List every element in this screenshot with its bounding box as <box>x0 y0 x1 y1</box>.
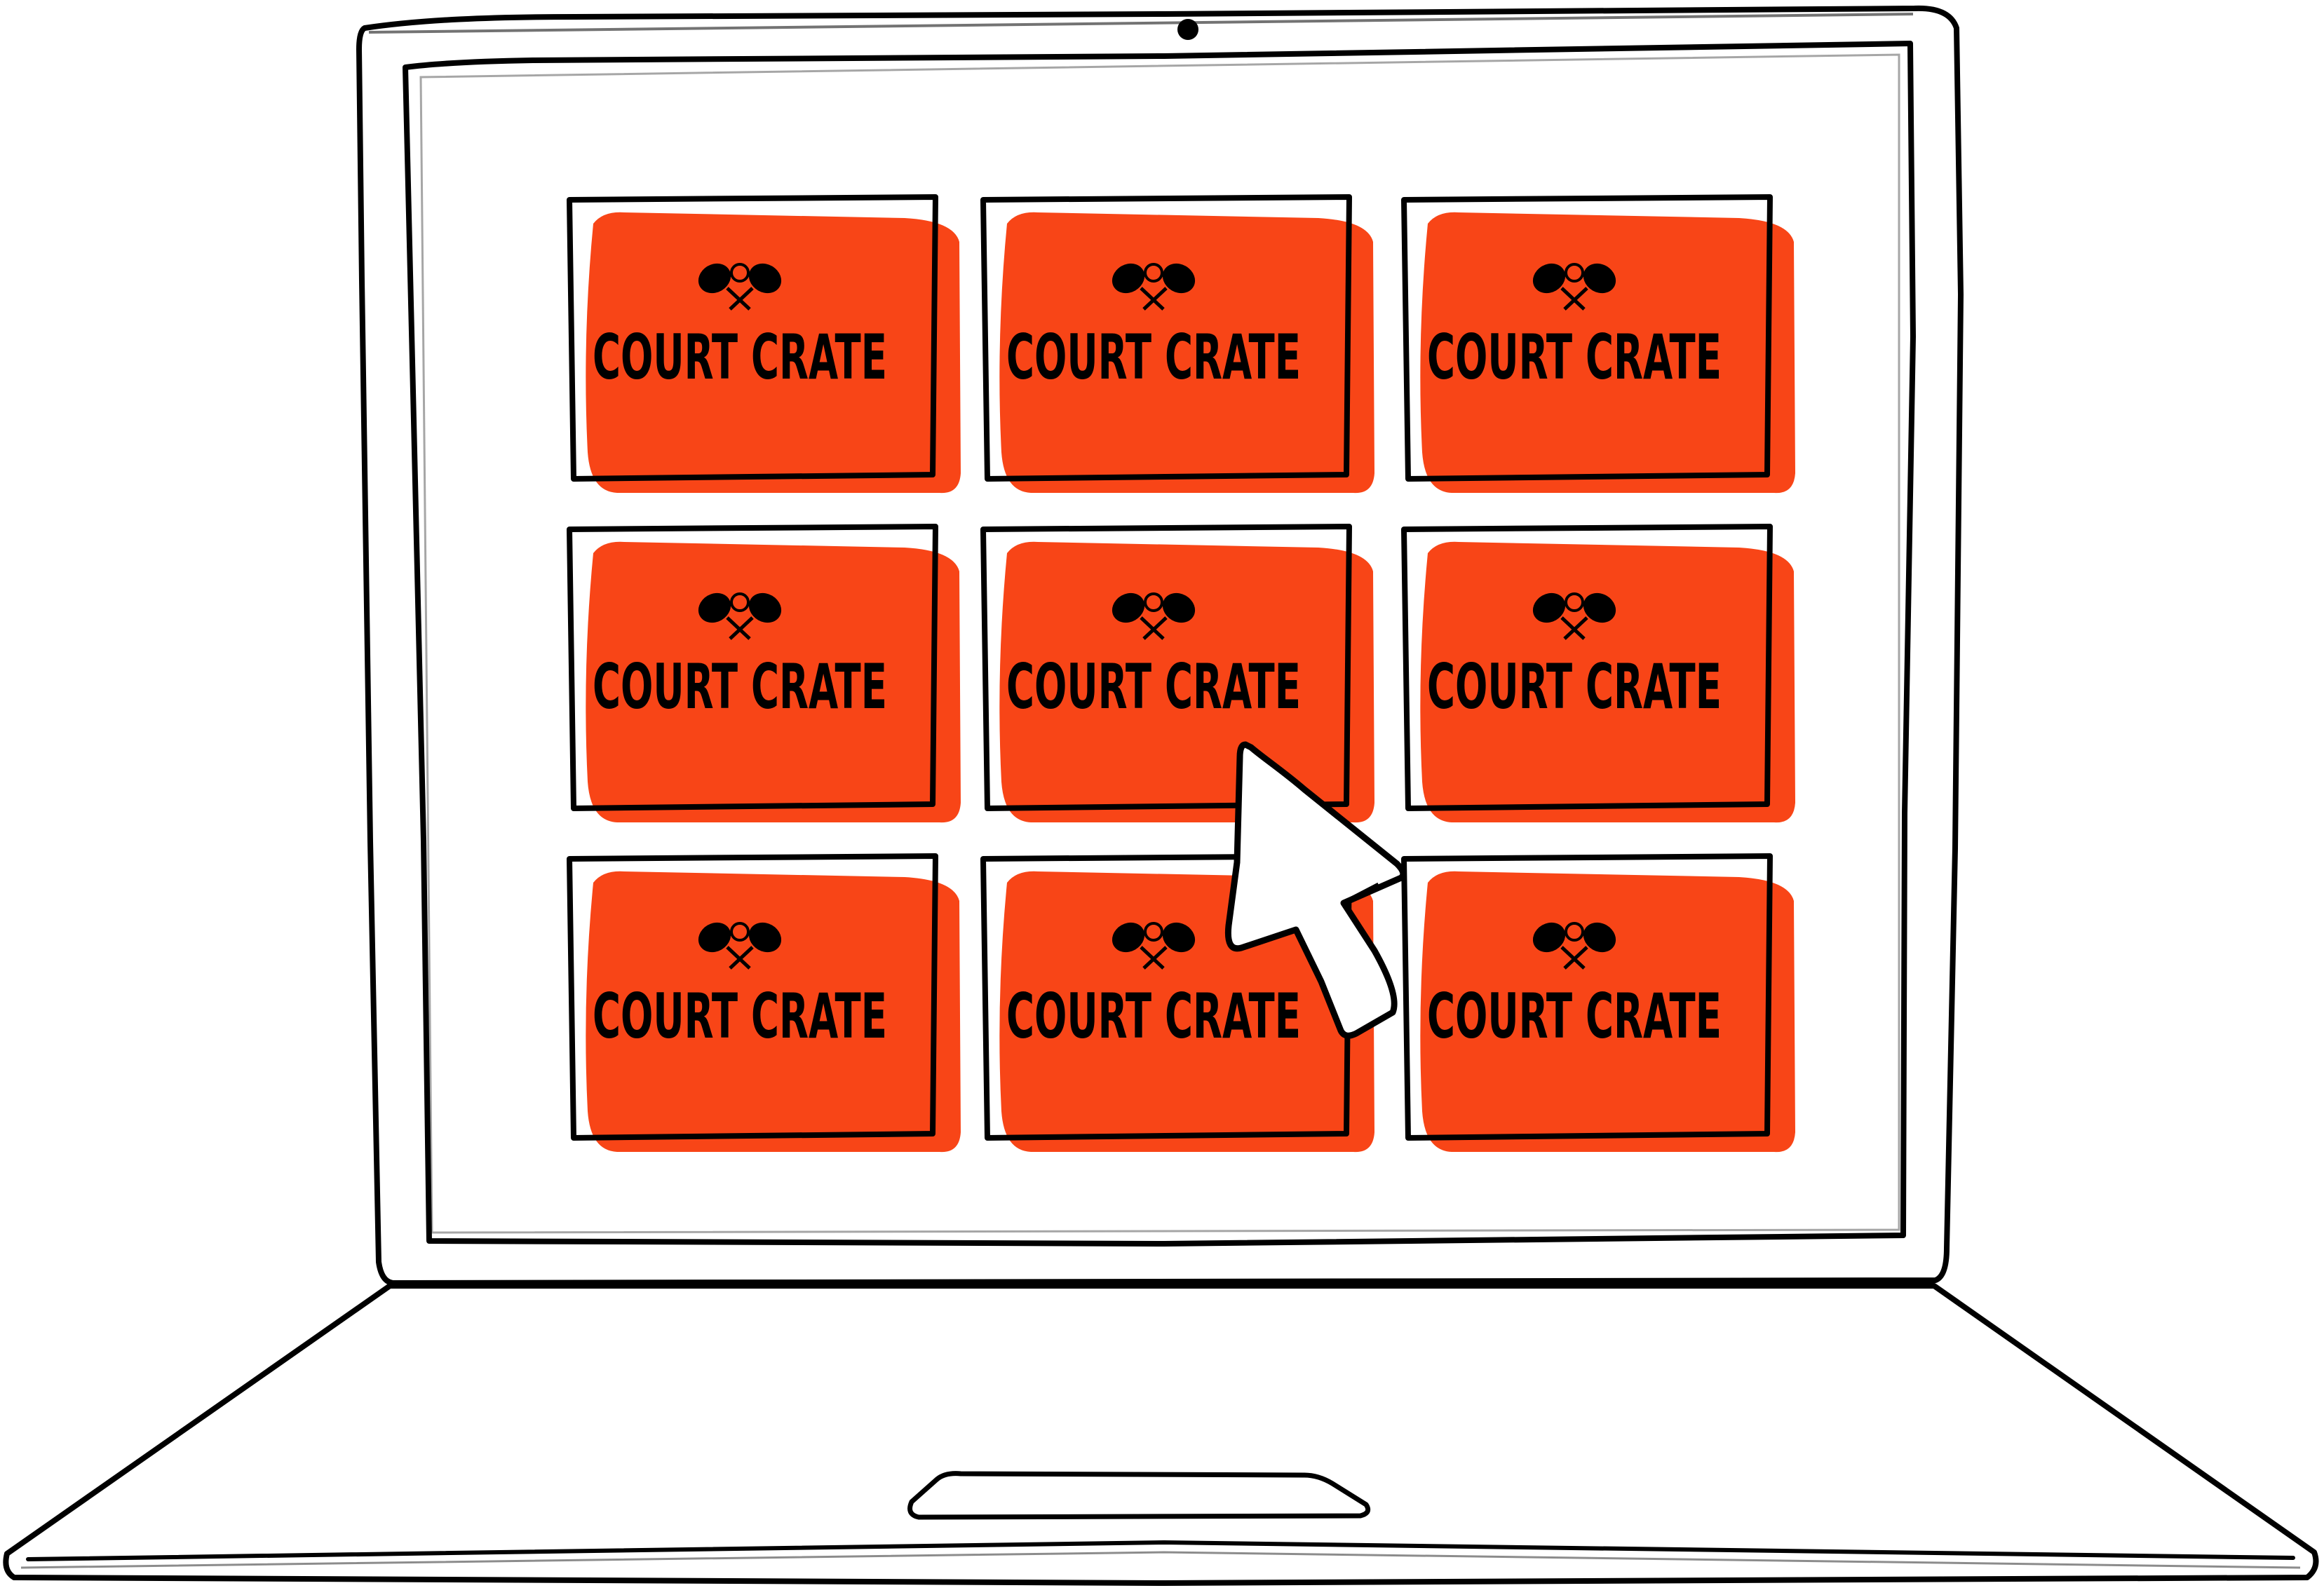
tile-card <box>586 212 961 494</box>
tile-label: COURT CRATE <box>593 651 887 723</box>
tennis-ball-crossed-rackets-icon <box>698 922 782 970</box>
product-tile[interactable]: COURT CRATE <box>1401 524 1795 823</box>
cursor-arrow-icon <box>1224 741 1407 1039</box>
product-tile[interactable]: COURT CRATE <box>1401 853 1795 1153</box>
tile-label: COURT CRATE <box>1427 980 1722 1052</box>
tile-card <box>586 541 961 823</box>
tennis-ball-crossed-rackets-icon <box>1112 592 1196 640</box>
tile-frame <box>567 194 938 482</box>
tile-card <box>1420 541 1795 823</box>
tile-label: COURT CRATE <box>593 321 887 393</box>
product-tile[interactable]: COURT CRATE <box>980 853 1374 1153</box>
tile-label: COURT CRATE <box>1006 321 1301 393</box>
tile-card <box>1420 871 1795 1153</box>
tile-frame <box>567 853 938 1141</box>
tile-frame <box>1401 524 1773 811</box>
tile-card <box>586 871 961 1153</box>
product-tile[interactable]: COURT CRATE <box>567 194 961 494</box>
tile-card <box>999 541 1374 823</box>
tile-frame <box>1401 194 1773 482</box>
tile-card <box>999 212 1374 494</box>
tennis-ball-crossed-rackets-icon <box>698 592 782 640</box>
tile-frame <box>980 853 1352 1141</box>
tennis-ball-crossed-rackets-icon <box>1112 922 1196 970</box>
tile-grid: COURT CRATE COURT CRATE COURT CRATE COURT C… <box>567 194 1795 1153</box>
tile-frame <box>980 524 1352 811</box>
tile-card <box>1420 212 1795 494</box>
tennis-ball-crossed-rackets-icon <box>698 263 782 311</box>
tile-label: COURT CRATE <box>1006 651 1301 723</box>
tennis-ball-crossed-rackets-icon <box>1112 263 1196 311</box>
tennis-ball-crossed-rackets-icon <box>1532 592 1616 640</box>
product-tile[interactable]: COURT CRATE <box>1401 194 1795 494</box>
tile-frame <box>980 194 1352 482</box>
tennis-ball-crossed-rackets-icon <box>1532 263 1616 311</box>
tile-frame <box>1401 853 1773 1141</box>
laptop-base <box>3 1283 2319 1586</box>
tile-label: COURT CRATE <box>1427 651 1722 723</box>
product-tile[interactable]: COURT CRATE <box>980 524 1374 823</box>
tile-frame <box>567 524 938 811</box>
product-tile[interactable]: COURT CRATE <box>980 194 1374 494</box>
product-tile[interactable]: COURT CRATE <box>567 853 961 1153</box>
product-tile[interactable]: COURT CRATE <box>567 524 961 823</box>
tennis-ball-crossed-rackets-icon <box>1532 922 1616 970</box>
tile-label: COURT CRATE <box>1006 980 1301 1052</box>
tile-card <box>999 871 1374 1153</box>
tile-label: COURT CRATE <box>593 980 887 1052</box>
tile-label: COURT CRATE <box>1427 321 1722 393</box>
trackpad <box>907 1471 1371 1520</box>
webcam-icon <box>1177 19 1198 40</box>
